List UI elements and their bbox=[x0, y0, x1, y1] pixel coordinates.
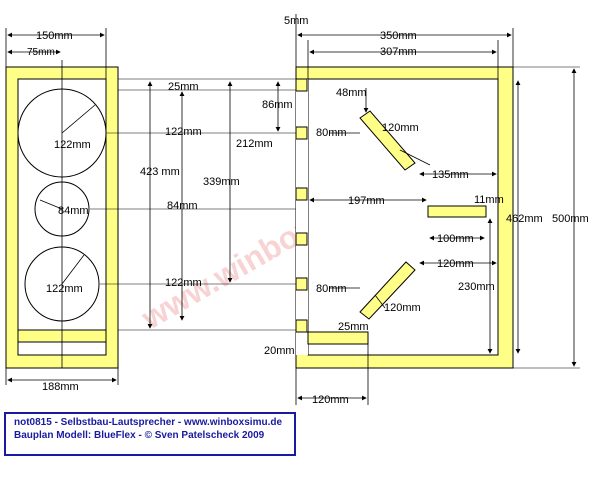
dim-120mm-right: 120mm bbox=[437, 258, 474, 270]
middle-dimensions: 25mm 122mm 84mm 122mm 423 mm 339mm 212mm… bbox=[90, 78, 296, 331]
dim-120mm-slant-top: 120mm bbox=[382, 122, 419, 134]
woofer1-label: 122mm bbox=[54, 139, 91, 151]
dim-100mm: 100mm bbox=[437, 233, 474, 245]
dim-25mm-bottom: 25mm bbox=[338, 321, 369, 333]
dim-197mm: 197mm bbox=[348, 195, 385, 207]
dim-230mm: 230mm bbox=[458, 281, 495, 293]
dim-122mm-b: 122mm bbox=[165, 277, 202, 289]
front-width-label: 150mm bbox=[36, 30, 73, 42]
woofer2-label: 122mm bbox=[46, 283, 83, 295]
side-depth-bottom-label: 120mm bbox=[312, 394, 349, 406]
dim-212mm: 212mm bbox=[236, 138, 273, 150]
side-view: 5mm 350mm 307mm 500mm 462mm 120mm 20mm 4… bbox=[264, 14, 589, 406]
front-bottom-label: 188mm bbox=[42, 381, 79, 393]
tweeter-label: 84mm bbox=[58, 205, 89, 217]
info-line-1: not0815 - Selbstbau-Lautsprecher - www.w… bbox=[14, 417, 283, 428]
dim-339mm: 339mm bbox=[203, 176, 240, 188]
dim-86mm: 86mm bbox=[262, 99, 293, 111]
front-view: 150mm 75mm 188mm 122mm 84mm 122mm bbox=[5, 28, 119, 393]
dim-11mm: 11mm bbox=[474, 194, 504, 206]
info-line-2: Bauplan Modell: BlueFlex - © Sven Patels… bbox=[14, 430, 265, 441]
side-top-small-label: 5mm bbox=[284, 15, 308, 27]
dim-84mm: 84mm bbox=[167, 200, 198, 212]
dim-48mm: 48mm bbox=[336, 87, 367, 99]
side-inner-width-label: 307mm bbox=[380, 46, 417, 58]
dim-80mm-top: 80mm bbox=[316, 127, 347, 139]
dim-423mm: 423 mm bbox=[140, 166, 180, 178]
dim-80mm-bottom: 80mm bbox=[316, 283, 347, 295]
side-outer-width-label: 350mm bbox=[380, 30, 417, 42]
side-bottom-thickness-label: 20mm bbox=[264, 345, 295, 357]
dim-25mm: 25mm bbox=[168, 81, 199, 93]
side-inner-height-label: 462mm bbox=[506, 213, 543, 225]
side-outer-height-label: 500mm bbox=[552, 213, 589, 225]
dim-135mm: 135mm bbox=[432, 169, 469, 181]
dim-122mm-a: 122mm bbox=[165, 126, 202, 138]
info-box: not0815 - Selbstbau-Lautsprecher - www.w… bbox=[4, 412, 296, 456]
front-center-label: 75mm bbox=[27, 47, 55, 58]
dim-120mm-slant-bottom: 120mm bbox=[384, 302, 421, 314]
